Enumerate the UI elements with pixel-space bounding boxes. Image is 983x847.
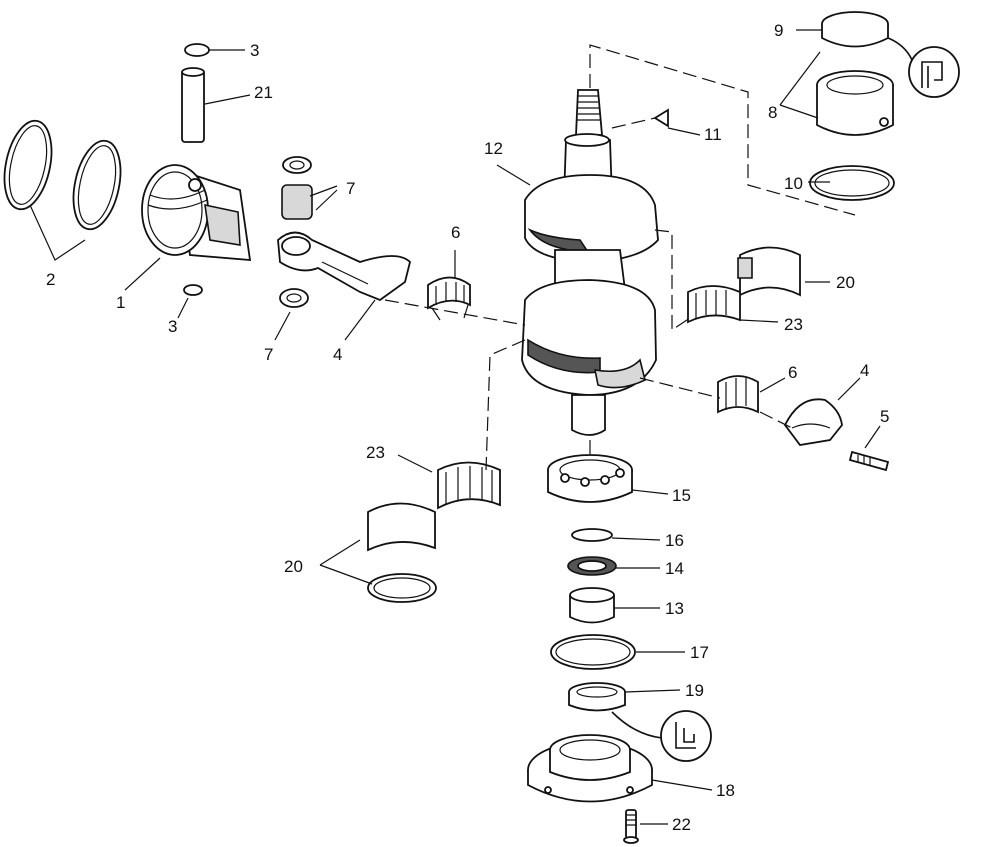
callout-20-right: 20 — [836, 273, 855, 292]
bearing-housing — [527, 734, 653, 803]
callout-labels: 3 21 2 1 3 7 7 4 6 12 11 9 8 10 20 23 6 … — [46, 21, 889, 834]
callout-13: 13 — [665, 599, 684, 618]
main-bearing-left — [367, 461, 501, 603]
callout-4-right: 4 — [860, 361, 869, 380]
callout-20-left: 20 — [284, 557, 303, 576]
lubricant-symbol-icon — [887, 37, 960, 98]
leader-lines — [29, 29, 881, 825]
callout-2: 2 — [46, 270, 55, 289]
piston-rings — [3, 119, 122, 231]
callout-7-top: 7 — [346, 179, 355, 198]
callout-23-right: 23 — [784, 315, 803, 334]
callout-6-left: 6 — [451, 223, 460, 242]
callout-12: 12 — [484, 139, 503, 158]
callout-3-bottom: 3 — [168, 317, 177, 336]
callout-6-right: 6 — [788, 363, 797, 382]
callout-16: 16 — [665, 531, 684, 550]
callout-4-left: 4 — [333, 345, 342, 364]
rod-cap-assembly — [717, 375, 890, 472]
callout-1: 1 — [116, 293, 125, 312]
alignment-lines — [384, 44, 856, 471]
callout-8: 8 — [768, 103, 777, 122]
woodruff-key — [653, 108, 669, 128]
callout-23-left: 23 — [366, 443, 385, 462]
main-bearing-right — [687, 246, 801, 324]
callout-14: 14 — [665, 559, 684, 578]
lower-seal-stack — [550, 528, 636, 712]
connecting-rod — [277, 156, 411, 308]
callout-21: 21 — [254, 83, 273, 102]
upper-bearing-assembly — [809, 11, 895, 201]
callout-22: 22 — [672, 815, 691, 834]
callout-10: 10 — [784, 174, 803, 193]
callout-15: 15 — [672, 486, 691, 505]
callout-3-top: 3 — [250, 41, 259, 60]
lubricant-symbol-icon — [611, 710, 712, 762]
callout-11: 11 — [704, 125, 722, 144]
wrist-pin-assembly — [181, 43, 210, 296]
callout-7-bottom: 7 — [264, 345, 273, 364]
callout-9: 9 — [774, 21, 783, 40]
ball-bearing — [547, 454, 633, 503]
callout-5: 5 — [880, 407, 889, 426]
crankshaft — [521, 89, 659, 436]
callout-19: 19 — [685, 681, 704, 700]
housing-bolt — [623, 809, 639, 844]
rod-needle-bearing-left — [427, 276, 471, 321]
piston — [141, 164, 252, 261]
callout-17: 17 — [690, 643, 709, 662]
callout-18: 18 — [716, 781, 735, 800]
